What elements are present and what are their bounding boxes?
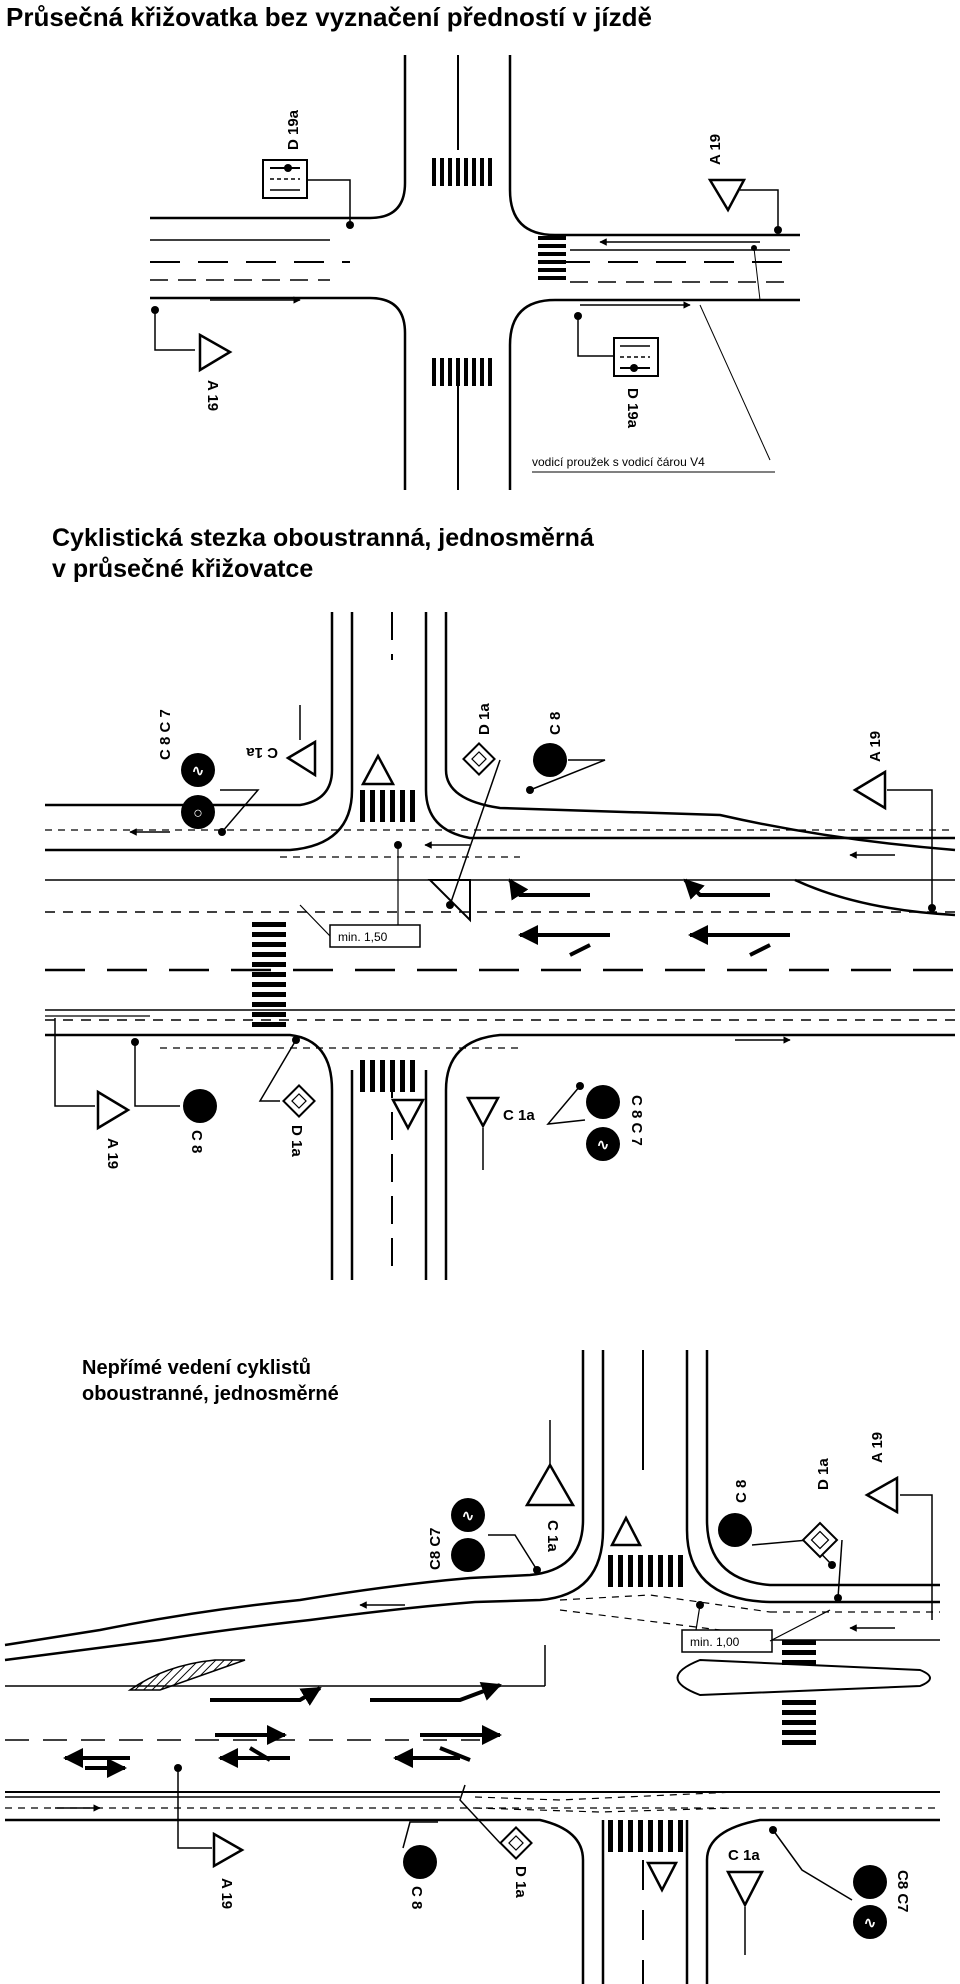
diagram-2-intersection: [45, 612, 956, 1280]
a19-sign-right-top: A 19: [852, 731, 936, 912]
diagram-2-small-arrows: [129, 828, 895, 1044]
a19-label-bottom: A 19: [204, 380, 221, 411]
c8-c7-signs-bottom: ∿ C 8 C 7: [546, 1082, 645, 1161]
c8-label-bottom: C 8: [188, 1130, 205, 1153]
diagram-3-title: Nepřímé vedení cyklistů oboustranné, jed…: [82, 1355, 339, 1407]
a19-label-top-3: A 19: [869, 1432, 886, 1463]
diagram-2-title: Cyklistická stezka oboustranná, jednosmě…: [52, 523, 594, 585]
c8-label-bottom-3: C 8: [408, 1886, 425, 1909]
give-way-mark-bottom: [390, 1098, 426, 1131]
diagram-2-crosswalks: [252, 790, 415, 1092]
c8-sign-bottom-3: C 8: [402, 1821, 438, 1909]
c8c7-label-bottom: C 8 C 7: [628, 1095, 645, 1146]
a19-label-bottom-3: A 19: [218, 1878, 235, 1909]
v4-note: vodicí proužek s vodicí čárou V4: [532, 455, 705, 469]
svg-text:∿: ∿: [461, 1508, 474, 1525]
diagram-1-intersection: [150, 55, 800, 490]
d1a-sign-top: D 1a: [446, 703, 501, 909]
c1a-label-bottom: C 1a: [503, 1107, 535, 1124]
give-way-mark-bottom-3: [645, 1861, 679, 1893]
c1a-sign-bottom: C 1a: [465, 1096, 535, 1170]
diagram-3-intersection: [4, 1350, 940, 1984]
diagram-1-crosswalks: [432, 158, 566, 386]
svg-text:○: ○: [193, 805, 203, 822]
c8-c7-signs-top: ∿ ○ C 8 C 7: [157, 709, 260, 836]
svg-text:∿: ∿: [596, 1137, 609, 1154]
diagram-1-title: Průsečná křižovatka bez vyznačení předno…: [6, 2, 652, 32]
a19-sign-top: A 19: [707, 134, 782, 301]
a19-sign-bottom-3: A 19: [174, 1764, 245, 1909]
give-way-mark-top: [360, 753, 396, 786]
a19-sign-bottom: A 19: [151, 306, 233, 411]
d19a-sign-bottom: D 19a: [574, 312, 659, 429]
diagram-3-title-line-2: oboustranné, jednosměrné: [82, 1383, 339, 1405]
svg-text:∿: ∿: [863, 1915, 876, 1932]
d1a-label-top: D 1a: [476, 703, 493, 735]
d1a-label-top-3: D 1a: [815, 1458, 832, 1490]
d19a-label-top: D 19a: [285, 109, 302, 150]
diagram-2-title-line-1: Cyklistická stezka oboustranná, jednosmě…: [52, 524, 594, 552]
diagram-2-title-line-2: v průsečné křižovatce: [52, 555, 314, 583]
a19-label-top: A 19: [707, 134, 724, 165]
a19-label-right-top: A 19: [867, 731, 884, 762]
min150-label: min. 1,50: [338, 930, 388, 944]
d1a-sign-top-3: D 1a: [801, 1458, 843, 1602]
d1a-label-bottom: D 1a: [288, 1125, 305, 1157]
c8c7-signs-bottom-3: ∿ C8 C7: [769, 1826, 911, 1939]
diagram-3-crosswalks: [608, 1555, 816, 1852]
min100-label: min. 1,00: [690, 1635, 740, 1649]
a19-sign-top-3: A 19: [864, 1432, 933, 1620]
d1a-sign-bottom-3: D 1a: [459, 1784, 533, 1898]
d1a-label-bottom-3: D 1a: [512, 1866, 529, 1898]
diagram-3-small-arrows: [55, 1601, 895, 1812]
diagram-2-arrows: [508, 878, 790, 957]
c1a-sign-top: C 1a: [246, 705, 317, 778]
give-way-mark-top-3: [609, 1515, 643, 1547]
c8-sign-top-right: C 8: [526, 712, 606, 794]
diagram-3-title-line-1: Nepřímé vedení cyklistů: [82, 1357, 311, 1379]
a19-sign-left-bottom: A 19: [54, 1018, 131, 1169]
c8-sign-bottom: C 8: [131, 1038, 217, 1153]
c1a-label-top: C 1a: [246, 744, 278, 761]
min100-callout: min. 1,00: [681, 1601, 831, 1653]
c1a-label-top-3: C 1a: [544, 1520, 561, 1552]
d19a-label-bottom: D 19a: [624, 388, 641, 429]
d19a-sign-top: D 19a: [262, 109, 354, 229]
a19-label-left-bottom: A 19: [104, 1138, 121, 1169]
diagram-3-arrows: [63, 1681, 502, 1778]
c8-sign-top-3: C 8: [718, 1480, 836, 1569]
c8c7-label-bottom-3: C8 C7: [894, 1870, 911, 1913]
v4-leader: [699, 304, 771, 461]
c8c7-label-top: C 8 C 7: [157, 709, 174, 760]
c1a-label-bottom-3: C 1a: [728, 1847, 760, 1864]
c1a-sign-bottom-3: C 1a: [725, 1847, 765, 1955]
svg-text:∿: ∿: [191, 763, 204, 780]
c8c7-label-top-3: C8 C7: [427, 1527, 444, 1570]
c1a-sign-top-3: C 1a: [524, 1420, 576, 1552]
min150-callout: min. 1,50: [299, 841, 421, 948]
c8c7-signs-top-3: ∿ C8 C7: [427, 1498, 541, 1574]
c8-label-top-right: C 8: [547, 712, 564, 735]
hatched-island: [127, 1659, 246, 1691]
d1a-sign-bottom: D 1a: [258, 1036, 316, 1157]
c8-label-top-3: C 8: [733, 1480, 750, 1503]
